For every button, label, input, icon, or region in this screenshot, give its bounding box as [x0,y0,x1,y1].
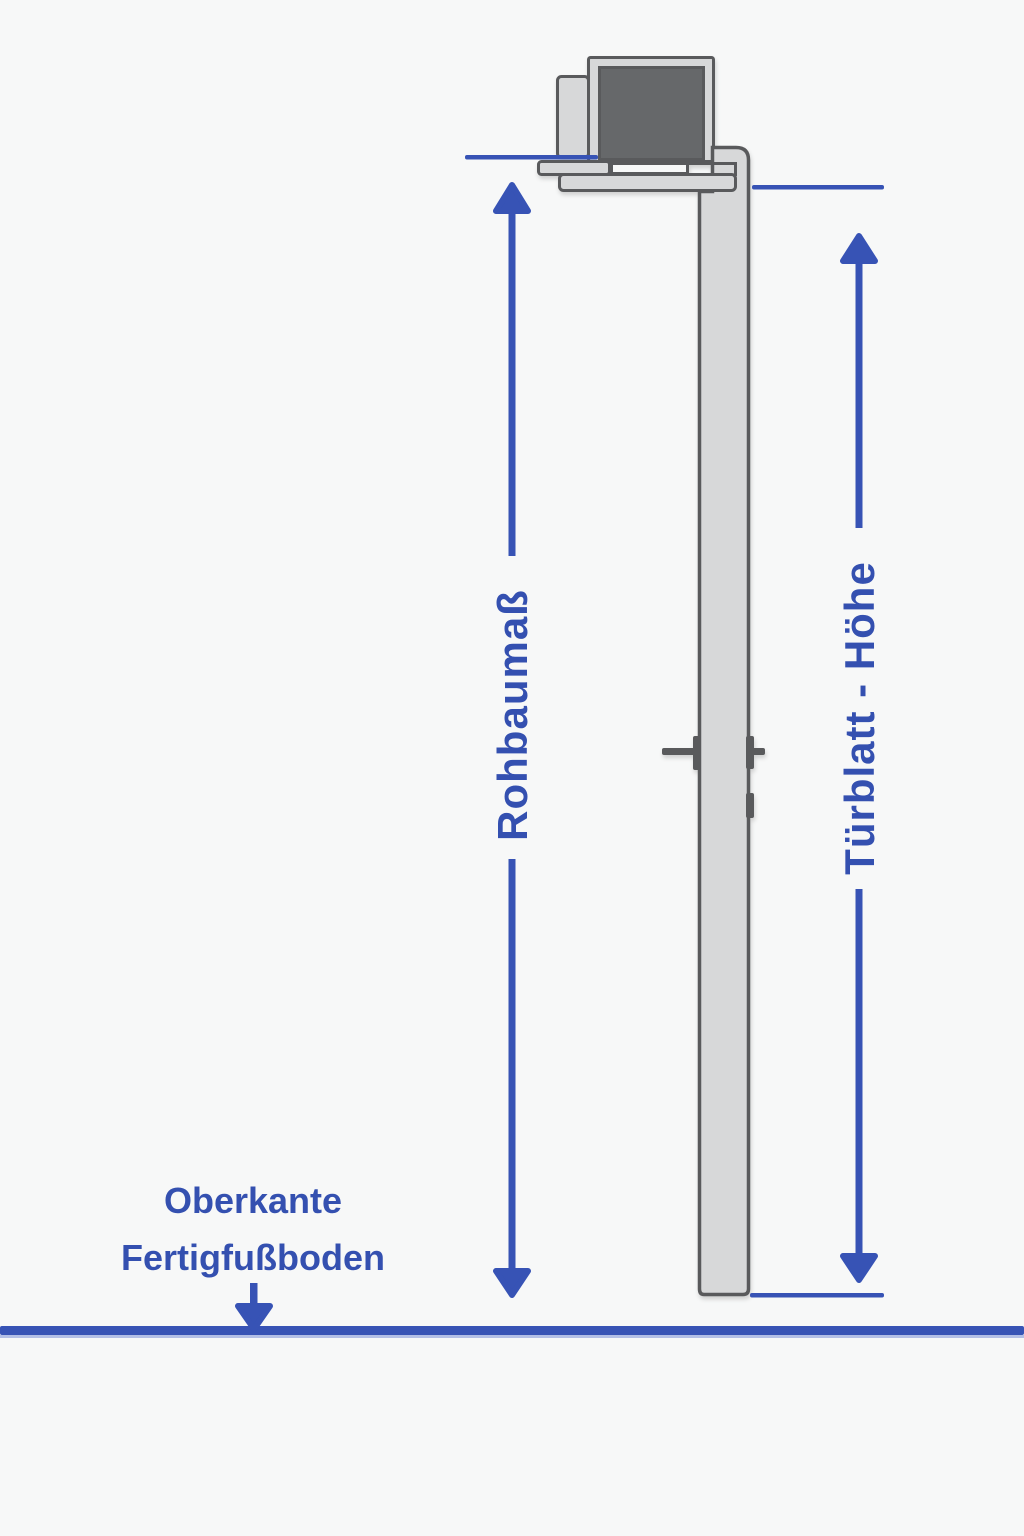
frame-trim-bar [537,160,611,176]
oberkante-fertigfussboden-label: Oberkante Fertigfußboden [121,1172,385,1286]
oberkante-label-line2: Fertigfußboden [121,1237,385,1278]
frame-assembly [537,56,765,1297]
frame-soffit-board [558,173,737,192]
leaf-top-behind-frame [556,75,590,159]
door-handle [662,736,765,770]
arrow-down-icon [840,1253,878,1283]
arrow-shaft [508,859,516,1274]
rohbaumass-arrow [493,182,531,1298]
arrow-up-icon [840,233,878,264]
rohbaumass-label: Rohbaumaß [489,589,536,841]
oberkante-label-line1: Oberkante [163,1180,343,1221]
arrow-shaft [250,1283,258,1310]
oberkante-pointer-arrow [235,1283,273,1332]
wall-lintel-section [598,66,705,161]
tuerblatt-hoehe-arrow [840,233,878,1283]
door-leaf [697,145,751,1297]
rough-opening-top-line [465,155,598,160]
arrow-up-icon [493,182,531,214]
leaf-top-line [752,185,884,190]
measurements [0,155,1024,1338]
arrow-down-icon [235,1303,273,1332]
tuerblatt-hoehe-label: Türblatt - Höhe [836,561,883,875]
handle-lever-left [662,748,700,755]
floor-line [0,1326,1024,1335]
handle-plate-right [746,736,754,769]
arrow-shaft [855,889,863,1258]
lock-plate [746,793,754,818]
arrow-shaft [508,209,516,556]
rebate-slot [610,162,689,175]
rabbet-notch [688,162,737,176]
arrow-down-icon [493,1268,531,1298]
leaf-bottom-line [750,1293,884,1298]
arrow-shaft [855,259,863,528]
floor-line-highlight [0,1335,1024,1338]
handle-plate-left [693,736,701,770]
